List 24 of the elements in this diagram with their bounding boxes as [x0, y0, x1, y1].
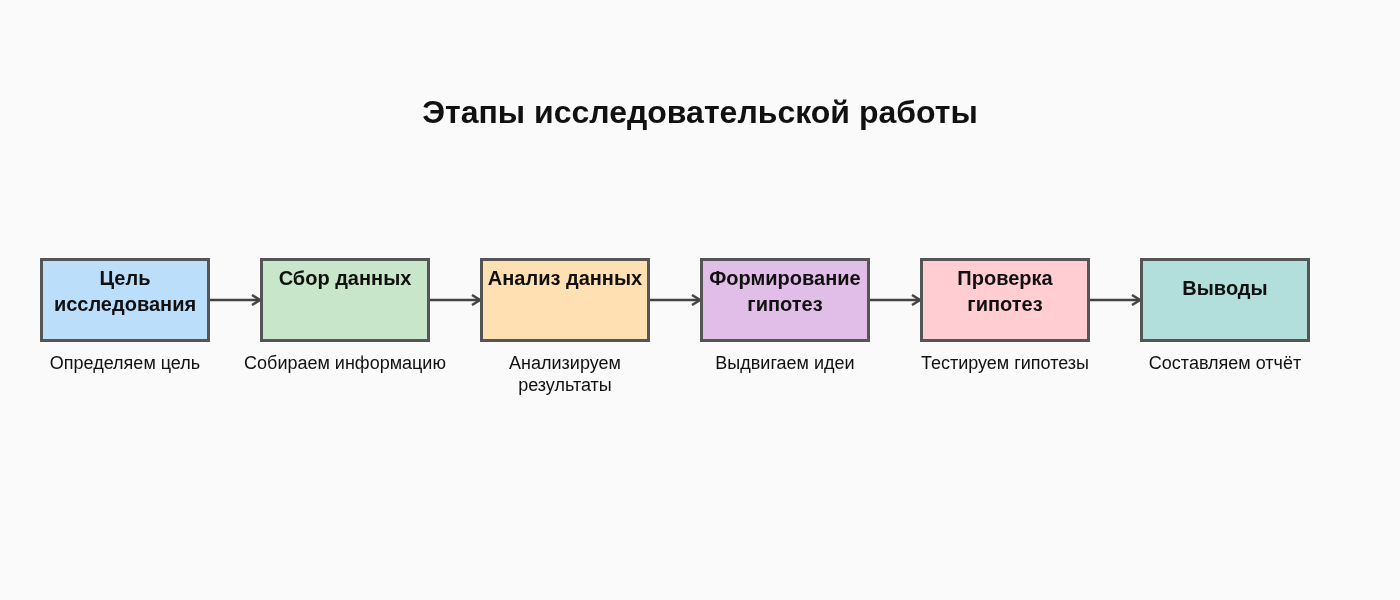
step-caption: Тестируем гипотезы	[919, 352, 1091, 374]
arrow	[430, 293, 482, 307]
step-caption: Собираем информацию	[243, 352, 447, 374]
step-label: Формирование гипотез	[708, 266, 862, 317]
step-label: Цель исследования	[52, 266, 198, 317]
arrow	[650, 293, 702, 307]
process-box	[920, 258, 1090, 342]
process-box	[700, 258, 870, 342]
diagram-title: Этапы исследовательской работы	[421, 94, 979, 131]
step-label: Анализ данных	[487, 266, 643, 291]
process-box	[40, 258, 210, 342]
step-label: Выводы	[1182, 276, 1268, 301]
step-caption: Составляем отчёт	[1147, 352, 1303, 374]
arrow	[870, 293, 922, 307]
process-box	[260, 258, 430, 342]
step-label: Проверка гипотез	[956, 266, 1054, 317]
step-caption: Определяем цель	[48, 352, 202, 374]
arrow	[1090, 293, 1142, 307]
step-label: Сбор данных	[278, 266, 412, 291]
arrow	[210, 293, 262, 307]
process-box	[1140, 258, 1310, 342]
step-caption: Выдвигаем идеи	[714, 352, 856, 374]
step-caption: Анализируем результаты	[508, 352, 622, 396]
process-box	[480, 258, 650, 342]
